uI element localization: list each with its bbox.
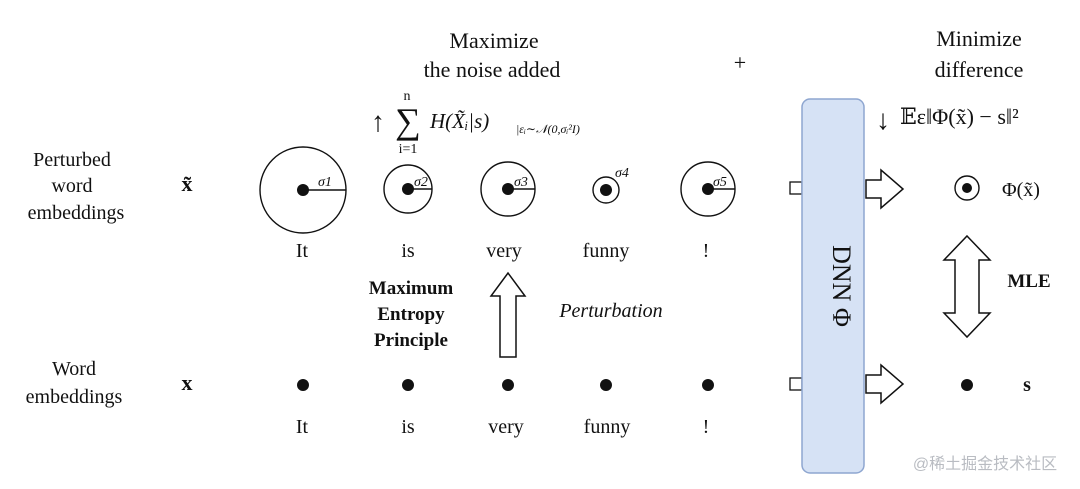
output-arrow-perturbed — [865, 168, 905, 210]
dnn-box — [801, 98, 865, 474]
formula-body: H(X̃ᵢ|s) — [429, 109, 489, 133]
noise-circle-funny — [592, 176, 620, 204]
formula-down-arrow: ↓ — [876, 105, 890, 136]
symbol-x: x — [182, 370, 193, 395]
perturbed-points — [297, 183, 714, 196]
symbol-x-tilde: x̃ — [182, 171, 193, 196]
token-perturbed-very: very — [486, 240, 522, 262]
word-point-very — [502, 379, 514, 391]
output-phi-x-tilde: Φ(x̃) — [1002, 179, 1040, 201]
perturbed-point-is — [402, 183, 414, 195]
principle-line3: Principle — [374, 330, 448, 351]
row-label-perturbed-line3: embeddings — [28, 202, 125, 224]
output-arrow-word — [865, 363, 905, 405]
sigma-label-2: σ2 — [414, 175, 428, 190]
dnn-input-port-perturbed — [789, 181, 803, 195]
formula-subscript: |εᵢ∼𝒩(0,σᵢ²I) — [516, 122, 580, 136]
perturbed-point-it — [297, 184, 309, 196]
token-word-is: is — [401, 416, 415, 438]
output-s: s — [1023, 374, 1031, 396]
formula-sum-lower: i=1 — [399, 142, 418, 157]
title-left-line2: the noise added — [424, 57, 561, 82]
perturbed-point-very — [502, 183, 514, 195]
output-noise-circle — [954, 175, 980, 201]
perturbed-point-funny — [600, 184, 612, 196]
title-right-line2: difference — [935, 57, 1024, 82]
token-perturbed-it: It — [296, 240, 309, 262]
word-point-it — [297, 379, 309, 391]
entropy-formula: ↑ n ∑ i=1 H(X̃ᵢ|s) |εᵢ∼𝒩(0,σᵢ²I) — [371, 89, 580, 157]
title-left-line1: Maximize — [449, 28, 538, 53]
sigma-label-3: σ3 — [514, 175, 528, 190]
row-label-word-line1: Word — [52, 358, 96, 380]
sigma-label-4: σ4 — [615, 166, 629, 181]
plus-sign: + — [734, 50, 746, 75]
formula-up-arrow: ↑ — [371, 107, 385, 138]
perturbation-label: Perturbation — [558, 300, 662, 322]
mle-double-arrow — [942, 234, 992, 339]
formula-expectation: 𝔼ε‖Φ(x̃) − s‖² — [900, 104, 1019, 129]
token-word-it: It — [296, 416, 309, 438]
row-label-word-line2: embeddings — [26, 386, 123, 408]
formula-sum-symbol: ∑ — [395, 101, 421, 141]
token-word-exclaim: ! — [703, 416, 710, 438]
token-perturbed-exclaim: ! — [703, 240, 710, 262]
dnn-input-port-word — [789, 377, 803, 391]
title-right-line1: Minimize — [936, 26, 1022, 51]
noise-circles — [259, 146, 736, 234]
token-perturbed-is: is — [401, 240, 415, 262]
token-word-very: very — [488, 416, 524, 438]
word-points — [297, 379, 714, 391]
principle-line2: Entropy — [377, 304, 445, 325]
output-point-word — [961, 379, 973, 391]
word-point-funny — [600, 379, 612, 391]
dnn-label: DNN Φ — [827, 245, 856, 327]
word-point-is — [402, 379, 414, 391]
token-perturbed-funny: funny — [583, 240, 630, 262]
formula-sum-upper: n — [404, 89, 411, 104]
difference-formula: ↓ 𝔼ε‖Φ(x̃) − s‖² — [876, 104, 1019, 136]
perturbation-up-arrow — [489, 271, 527, 358]
sigma-label-1: σ1 — [318, 175, 332, 190]
perturbed-point-exclaim — [702, 183, 714, 195]
mle-label: MLE — [1007, 271, 1050, 292]
output-point-perturbed — [962, 183, 972, 193]
row-label-perturbed-line2: word — [51, 175, 92, 197]
token-word-funny: funny — [584, 416, 631, 438]
principle-line1: Maximum — [369, 278, 454, 299]
word-point-exclaim — [702, 379, 714, 391]
sigma-label-5: σ5 — [713, 175, 727, 190]
row-label-perturbed-line1: Perturbed — [33, 149, 111, 171]
watermark: @稀土掘金技术社区 — [913, 455, 1057, 473]
